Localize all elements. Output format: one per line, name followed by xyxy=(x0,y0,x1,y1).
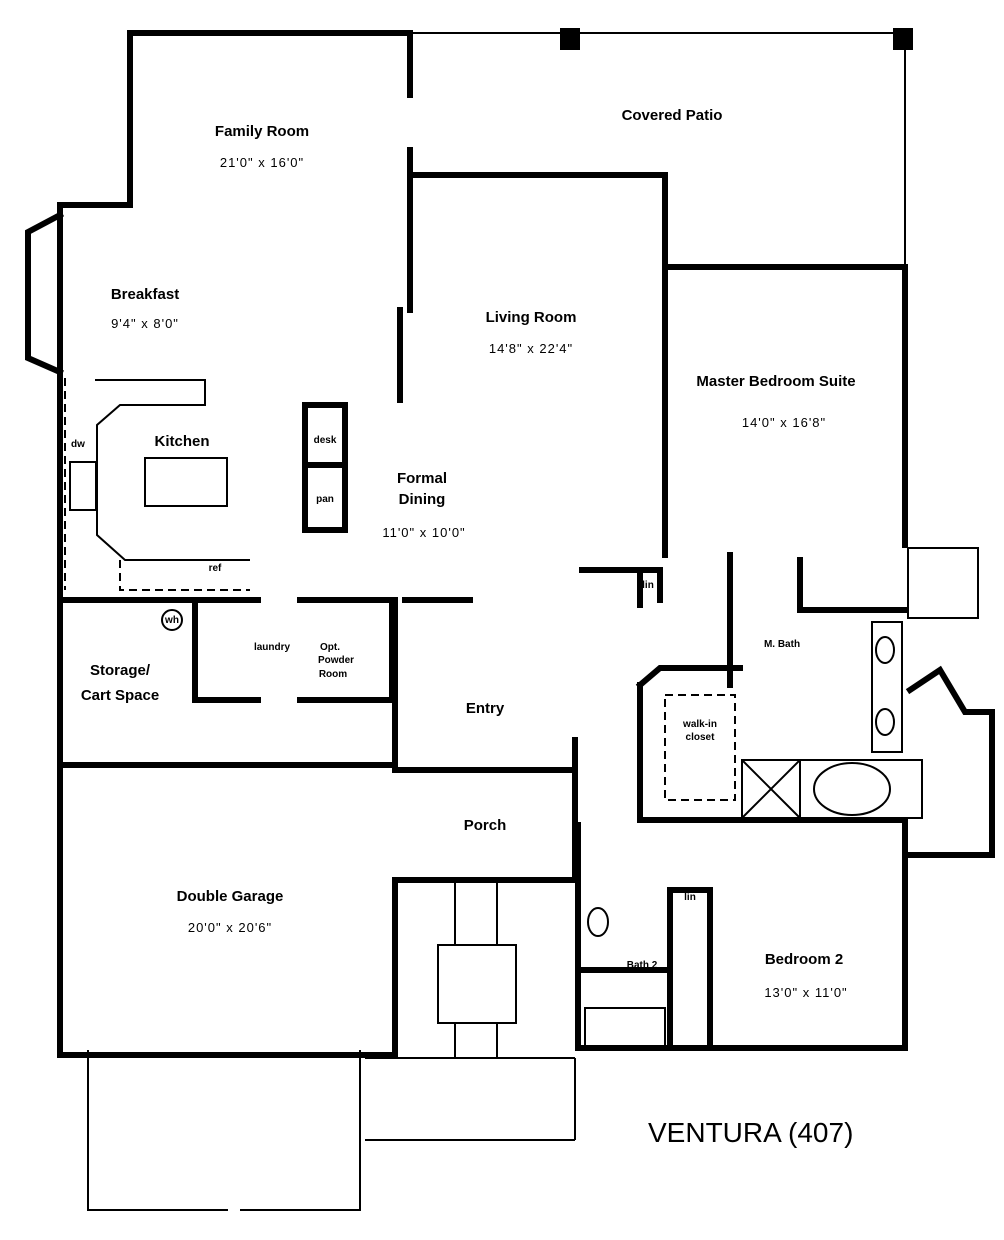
garage-dims: 20'0" x 20'6" xyxy=(188,920,272,935)
linen-closet-label-2: lin xyxy=(684,892,696,903)
laundry-label: laundry xyxy=(254,642,291,653)
family-room-dims: 21'0" x 16'0" xyxy=(220,155,304,170)
linen-closet-label-1: lin xyxy=(642,580,654,591)
kitchen-label: Kitchen xyxy=(154,433,209,450)
breakfast-dims: 9'4" x 8'0" xyxy=(111,316,179,331)
walk-in-closet-label-1: walk-in xyxy=(682,719,717,730)
breakfast-label: Breakfast xyxy=(111,286,179,303)
fixture-labels: dw ref desk pan wh laundry Opt. Powder R… xyxy=(71,435,800,971)
garage-label: Double Garage xyxy=(177,888,284,905)
dining-label-1: Formal xyxy=(397,470,447,487)
storage-label-2: Cart Space xyxy=(81,687,159,704)
refrigerator-label: ref xyxy=(209,563,222,574)
living-room-label: Living Room xyxy=(486,309,577,326)
covered-patio-label: Covered Patio xyxy=(622,107,723,124)
water-heater-icon xyxy=(161,609,183,631)
plan-title: VENTURA (407) xyxy=(648,1117,853,1148)
bath2-fixtures xyxy=(584,907,666,1047)
master-bath-label: M. Bath xyxy=(764,639,800,650)
family-room-label: Family Room xyxy=(215,123,309,140)
powder-room-label-1: Opt. xyxy=(320,642,340,653)
exterior-walls xyxy=(25,30,995,1058)
water-heater-label: wh xyxy=(164,615,179,626)
kitchen-counters xyxy=(64,378,250,591)
storage-label-1: Storage/ xyxy=(90,662,151,679)
room-labels: Family Room 21'0" x 16'0" Covered Patio … xyxy=(81,107,856,1000)
entry-label: Entry xyxy=(466,700,505,717)
master-bedroom-dims: 14'0" x 16'8" xyxy=(742,415,826,430)
walkways xyxy=(87,880,576,1211)
interior-walls xyxy=(57,402,908,1051)
bedroom2-label: Bedroom 2 xyxy=(765,951,843,968)
patio-outline xyxy=(410,28,979,619)
desk-label: desk xyxy=(314,435,337,446)
master-bath-fixtures xyxy=(664,621,923,819)
powder-room-label-2: Powder xyxy=(318,655,354,666)
bedroom2-dims: 13'0" x 11'0" xyxy=(764,985,847,1000)
bath2-label: Bath 2 xyxy=(627,960,658,971)
pantry-label: pan xyxy=(316,494,334,505)
walk-in-closet-label-2: closet xyxy=(686,732,716,743)
living-room-dims: 14'8" x 22'4" xyxy=(489,341,573,356)
dining-dims: 11'0" x 10'0" xyxy=(382,525,465,540)
master-bedroom-label: Master Bedroom Suite xyxy=(696,373,855,390)
dishwasher-label: dw xyxy=(71,439,85,450)
powder-room-label-3: Room xyxy=(319,669,347,680)
dining-label-2: Dining xyxy=(399,491,446,508)
porch-label: Porch xyxy=(464,817,507,834)
